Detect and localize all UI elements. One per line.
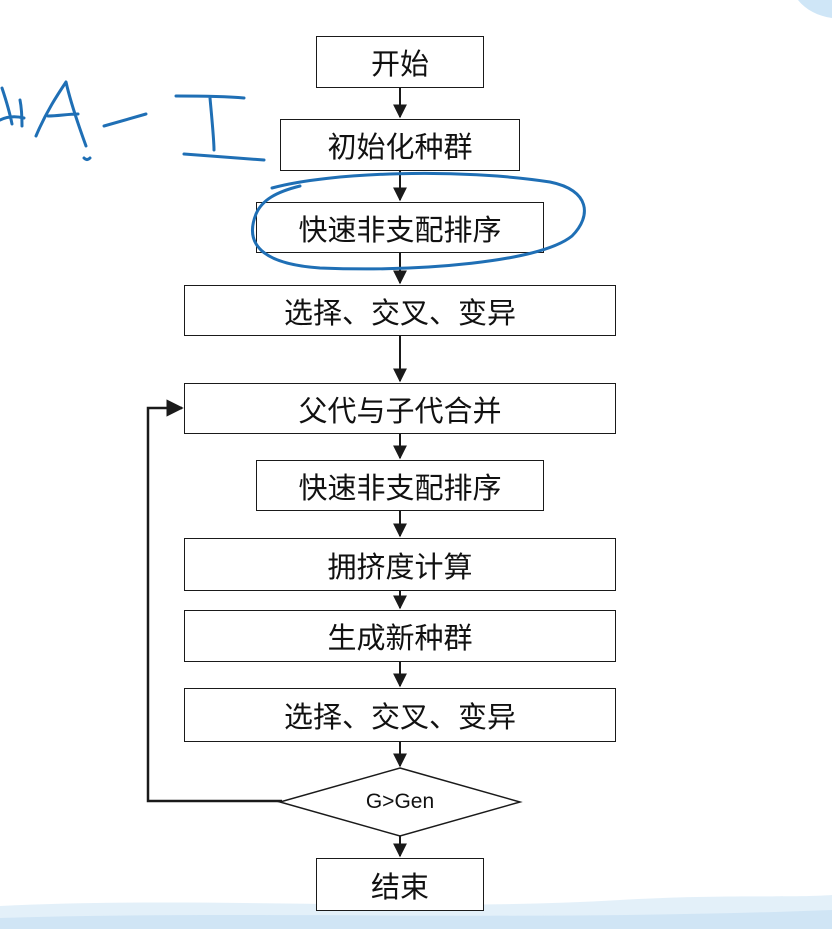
node-init-population: 初始化种群	[280, 119, 520, 171]
node-end: 结束	[316, 858, 484, 911]
decision-label: G>Gen	[365, 790, 435, 813]
node-crowding-distance: 拥挤度计算	[184, 538, 616, 591]
node-fast-nondominated-sort-2: 快速非支配排序	[256, 460, 544, 511]
bg-wave-top-right	[798, 0, 832, 18]
node-selection-crossover-mutation-2: 选择、交叉、变异	[184, 688, 616, 742]
decision-diamond	[277, 767, 523, 837]
bg-wave-bottom-2	[0, 910, 832, 929]
arrow-loop-back	[146, 399, 282, 803]
node-generate-new-population: 生成新种群	[184, 610, 616, 662]
node-start: 开始	[316, 36, 484, 88]
node-fast-nondominated-sort-1: 快速非支配排序	[256, 202, 544, 253]
node-merge-parent-offspring: 父代与子代合并	[184, 383, 616, 434]
node-selection-crossover-mutation-1: 选择、交叉、变异	[184, 285, 616, 336]
